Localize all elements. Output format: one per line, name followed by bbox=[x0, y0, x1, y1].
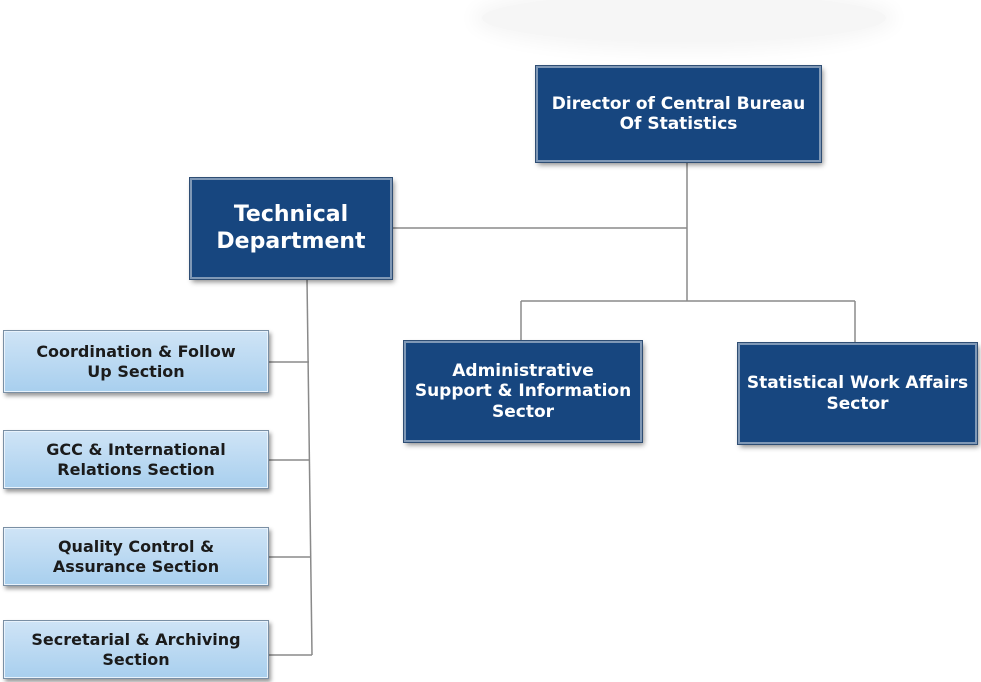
director-label: Director of Central Bureau Of Statistics bbox=[551, 93, 806, 134]
administrative-sector-box: Administrative Support & Information Sec… bbox=[404, 341, 642, 442]
quality-section-box: Quality Control & Assurance Section bbox=[3, 527, 269, 586]
coordination-section-box: Coordination & Follow Up Section bbox=[3, 330, 269, 393]
statistical-sector-label: Statistical Work Affairs Sector bbox=[746, 373, 969, 414]
header-glow bbox=[482, 0, 886, 42]
secretarial-section-box: Secretarial & Archiving Section bbox=[3, 620, 269, 679]
technical-department-box: Technical Department bbox=[190, 178, 392, 279]
gcc-section-label: GCC & International Relations Section bbox=[46, 440, 226, 479]
statistical-sector-box: Statistical Work Affairs Sector bbox=[738, 343, 977, 444]
coordination-section-label: Coordination & Follow Up Section bbox=[36, 342, 236, 381]
director-box: Director of Central Bureau Of Statistics bbox=[536, 66, 821, 162]
quality-section-label: Quality Control & Assurance Section bbox=[52, 537, 220, 576]
gcc-section-box: GCC & International Relations Section bbox=[3, 430, 269, 489]
administrative-sector-label: Administrative Support & Information Sec… bbox=[414, 360, 632, 422]
technical-department-label: Technical Department bbox=[216, 202, 366, 254]
technical-trunk-line bbox=[306, 278, 313, 656]
secretarial-section-label: Secretarial & Archiving Section bbox=[31, 630, 241, 669]
